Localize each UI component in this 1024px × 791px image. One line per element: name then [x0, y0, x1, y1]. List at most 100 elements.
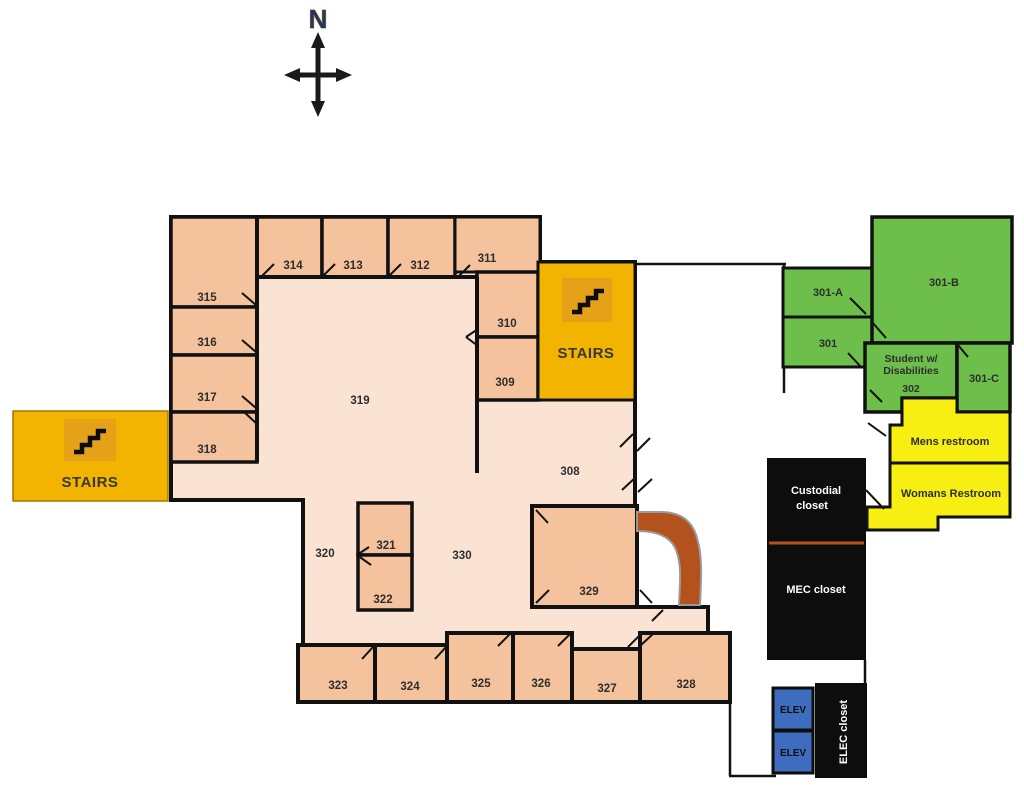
room-318-label: 318: [197, 444, 217, 456]
main-building: 319 308 320 330 315 316 317 318 314 313 …: [169, 215, 732, 704]
stairwell-left: STAIRS: [12, 410, 169, 502]
room-329: [530, 504, 639, 609]
room-327: [570, 647, 642, 704]
door-swing-mark: [619, 433, 634, 448]
room-325-label: 325: [471, 678, 491, 690]
custodial-closet-label-line1: Custodial: [791, 485, 841, 497]
room-323-label: 323: [328, 680, 347, 692]
door-swing-mark: [361, 646, 374, 660]
stairs-icon: [572, 288, 604, 315]
room-311: [453, 215, 542, 274]
door-swing-mark: [261, 263, 275, 277]
room-326: [511, 631, 574, 704]
door-swing-mark: [241, 339, 257, 353]
womens-restroom-label: Womans Restroom: [901, 488, 1001, 500]
room-309: [475, 335, 540, 402]
room-316-label: 316: [197, 337, 216, 349]
room-310-label: 310: [497, 318, 516, 330]
door-swing-mark: [388, 263, 402, 277]
stairs-icon: [74, 428, 106, 455]
elec-closet-box: [815, 683, 867, 778]
elevator-top-label: ELEV: [780, 705, 806, 716]
door-swing-mark: [535, 509, 549, 524]
compass-arrow-north-icon: [311, 32, 325, 48]
door-marks: [241, 263, 969, 660]
room-314-label: 314: [283, 260, 303, 272]
door-swing-mark: [849, 297, 867, 315]
room-326-label: 326: [531, 678, 550, 690]
door-swing-mark: [627, 635, 640, 648]
room-321-label: 321: [376, 540, 396, 552]
room-313-label: 313: [343, 260, 362, 272]
door-swing-mark: [621, 476, 637, 491]
door-swing-mark: [497, 633, 511, 647]
elevator-bottom: [771, 729, 815, 775]
mens-restroom-label: Mens restroom: [911, 436, 990, 448]
door-swing-mark: [637, 478, 653, 493]
elevator-bottom-label: ELEV: [780, 748, 806, 759]
room-330-label: 330: [452, 550, 471, 562]
door-swing-mark: [957, 344, 969, 358]
compass: N: [284, 4, 352, 117]
room-301b: [870, 215, 1014, 345]
door-swing-mark: [639, 589, 653, 604]
room-301c-label: 301-C: [969, 373, 999, 385]
room-329-label: 329: [579, 586, 598, 598]
door-swing-mark: [322, 263, 336, 277]
room-311-label: 311: [478, 253, 497, 265]
room-321: [356, 501, 414, 557]
door-swing-mark: [434, 646, 447, 660]
custodial-mec-closet-box: [767, 458, 866, 660]
room-301-label: 301: [819, 338, 837, 350]
room-309-label: 309: [495, 377, 514, 389]
room-308-label: 308: [560, 466, 580, 478]
room-328-label: 328: [676, 679, 696, 691]
compass-north-label: N: [309, 4, 328, 34]
room-315: [169, 215, 259, 309]
stairwell-right-label: STAIRS: [558, 345, 615, 362]
closets: Custodial closet MEC closet ELEC closet: [767, 458, 867, 778]
room-301b-label: 301-B: [929, 277, 959, 289]
room-302-label-line3: 302: [902, 383, 920, 395]
room-320-label: 320: [315, 548, 334, 560]
door-swing-mark: [557, 633, 571, 647]
room-301a-label: 301-A: [813, 287, 843, 299]
door-swing-mark: [535, 589, 550, 604]
elevators: ELEV ELEV: [771, 686, 815, 775]
ramp-shape: [636, 511, 703, 606]
stairwell-right: STAIRS: [536, 260, 637, 402]
door-swing-mark: [871, 321, 887, 339]
room-301: [781, 315, 874, 369]
compass-arrow-south-icon: [311, 101, 325, 117]
room-328: [638, 631, 732, 704]
door-swing-mark: [242, 410, 258, 425]
room-315-label: 315: [197, 292, 217, 304]
elec-closet-label: ELEC closet: [838, 700, 850, 765]
room-327-label: 327: [597, 683, 616, 695]
door-swing-mark: [636, 437, 651, 452]
room-317-label: 317: [197, 392, 216, 404]
room-323: [296, 643, 377, 704]
room-322-label: 322: [373, 594, 392, 606]
suite-301: 301-A 301 301-B 301-C Student w/ Disabil…: [781, 215, 1014, 414]
room-319-label: 319: [350, 395, 369, 407]
mec-closet-label: MEC closet: [786, 584, 846, 596]
room-324: [373, 643, 449, 704]
stairwell-left-label: STAIRS: [62, 474, 119, 491]
elevator-top: [771, 686, 815, 732]
door-swing-mark: [847, 352, 863, 369]
door-swing-mark: [651, 609, 664, 622]
room-302-label-line1: Student w/: [884, 353, 937, 365]
door-swing-mark: [241, 395, 257, 409]
door-swing-mark: [640, 633, 654, 646]
room-301a: [781, 266, 874, 319]
door-swing-mark: [457, 264, 471, 278]
compass-arrow-west-icon: [284, 68, 300, 82]
door-swing-mark: [865, 489, 885, 510]
door-swing-mark: [465, 336, 479, 347]
pointer-arrow-321: [356, 554, 372, 566]
restrooms: Mens restroom Womans Restroom: [865, 396, 1012, 532]
door-swing-mark: [465, 328, 479, 338]
